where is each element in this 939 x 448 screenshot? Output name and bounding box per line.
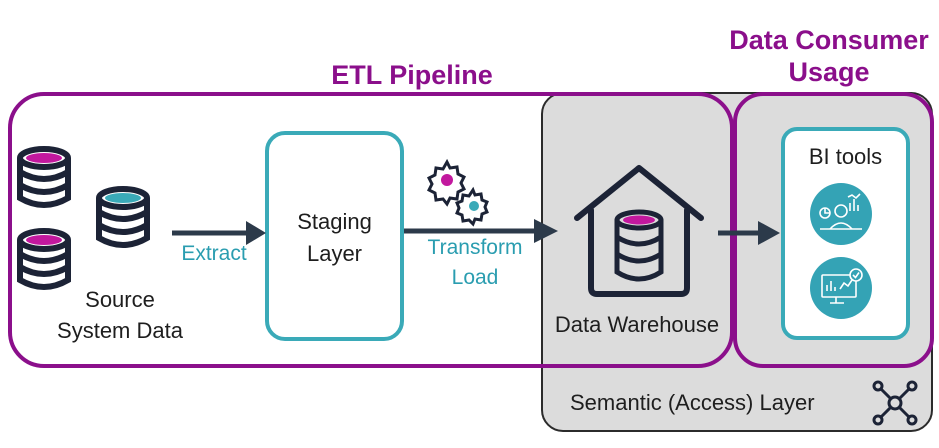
transform-arrow xyxy=(404,219,558,243)
transform-label: Transform xyxy=(427,236,523,259)
consumer-arrow xyxy=(718,221,780,245)
network-hub-icon xyxy=(872,380,918,426)
data-warehouse-icon xyxy=(574,165,704,297)
data-consumer-box xyxy=(733,92,934,368)
data-warehouse-label: Data Warehouse xyxy=(554,312,720,337)
staging-layer-label-line2: Layer xyxy=(306,241,363,266)
source-system-label-line1: Source xyxy=(85,287,155,312)
database-icon-bottom xyxy=(17,228,71,290)
source-system-label-line2: System Data xyxy=(57,318,183,343)
etl-pipeline-box xyxy=(8,92,734,368)
analyst-dashboard-icon xyxy=(810,183,872,245)
extract-arrow xyxy=(172,221,266,245)
semantic-layer-label: Semantic (Access) Layer xyxy=(570,390,815,415)
gears-icon xyxy=(426,158,489,227)
database-icon-top xyxy=(17,146,71,208)
staging-layer-label-line1: Staging xyxy=(297,209,372,234)
data-consumer-title-line2: Usage xyxy=(788,57,870,87)
load-label: Load xyxy=(451,266,499,289)
extract-label: Extract xyxy=(181,242,247,265)
staging-layer-box xyxy=(265,131,404,341)
database-icon-middle xyxy=(96,186,150,248)
etl-pipeline-title: ETL Pipeline xyxy=(331,60,493,90)
monitor-chart-icon xyxy=(810,257,872,319)
bi-tools-label: BI tools xyxy=(808,144,883,169)
data-consumer-title-line1: Data Consumer xyxy=(729,25,929,55)
